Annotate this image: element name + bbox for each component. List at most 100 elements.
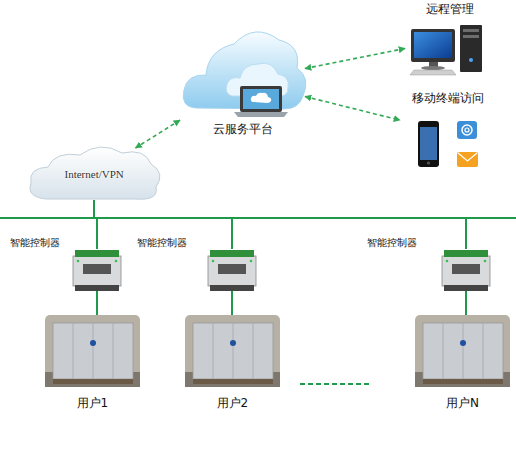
ellipsis-dash bbox=[300, 383, 372, 385]
dashed-link-arrow bbox=[305, 49, 405, 69]
user-machine-photo bbox=[193, 379, 273, 384]
user-machine-photo bbox=[113, 323, 114, 379]
internet-cloud-icon bbox=[30, 147, 160, 199]
controller-device bbox=[446, 260, 449, 263]
mobile-icons bbox=[418, 121, 478, 167]
user-machine-photo bbox=[185, 315, 280, 387]
smart-controller: 智能控制器 bbox=[208, 249, 256, 291]
user-machine-photo bbox=[483, 323, 484, 379]
user-machine-photo bbox=[443, 323, 444, 379]
controller-device bbox=[210, 250, 254, 257]
dashed-link-arrow bbox=[136, 120, 181, 148]
dashed-link-arrow bbox=[305, 97, 400, 121]
controller-device bbox=[444, 285, 488, 291]
internet-cloud-icon bbox=[30, 147, 160, 199]
node-label: 用户1 bbox=[77, 397, 109, 410]
mobile-icons bbox=[420, 127, 437, 160]
user-machine-photo bbox=[193, 323, 273, 379]
user-machine-photo bbox=[90, 340, 96, 346]
user-machine-photo bbox=[233, 323, 234, 379]
user-machine-photo bbox=[53, 323, 133, 379]
computer-icon bbox=[411, 29, 455, 62]
cloud-platform-icon bbox=[251, 93, 271, 103]
computer-icon bbox=[421, 66, 445, 70]
user-unit: 用户N bbox=[415, 315, 510, 411]
user-machine-photo bbox=[415, 315, 510, 387]
controller-device bbox=[115, 260, 118, 263]
controller-device bbox=[75, 250, 119, 257]
controller-device bbox=[218, 264, 246, 274]
user-machine-photo bbox=[423, 323, 503, 379]
node-label: 远程管理 bbox=[426, 3, 474, 16]
controller-device bbox=[73, 256, 121, 286]
mobile-icons bbox=[427, 161, 430, 164]
user-machine-photo bbox=[45, 315, 140, 387]
controller-device bbox=[83, 264, 111, 274]
user-unit: 用户2 bbox=[185, 315, 280, 411]
user-machine-photo bbox=[253, 323, 254, 379]
network-wire bbox=[231, 291, 233, 315]
controller-device bbox=[484, 260, 487, 263]
node-label: 用户2 bbox=[217, 397, 249, 410]
user-unit: 用户1 bbox=[45, 315, 140, 411]
cloud-platform-icon bbox=[243, 89, 279, 109]
cloud-platform-icon bbox=[234, 112, 288, 117]
computer-icon bbox=[463, 29, 479, 32]
network-wire bbox=[94, 200, 466, 249]
internet-cloud: Internet/VPN bbox=[28, 148, 160, 200]
controller-device bbox=[210, 285, 254, 291]
node-label: 智能控制器 bbox=[367, 237, 417, 248]
node-label: Internet/VPN bbox=[65, 168, 124, 180]
mobile-icons bbox=[465, 128, 469, 132]
user-machine-photo bbox=[185, 315, 280, 387]
computer-icon bbox=[410, 25, 482, 75]
computer-icon bbox=[460, 25, 482, 72]
controller-device bbox=[75, 285, 119, 291]
controller-device bbox=[77, 260, 80, 263]
controller-device bbox=[442, 250, 490, 291]
cloud-platform-icon bbox=[240, 86, 282, 112]
mobile-icons bbox=[462, 125, 472, 135]
user-machine-photo bbox=[93, 323, 94, 379]
controller-device bbox=[442, 256, 490, 286]
user-machine-photo bbox=[423, 379, 503, 384]
mobile-icons bbox=[457, 121, 477, 139]
node-label: 智能控制器 bbox=[137, 237, 187, 248]
mobile-access: 移动终端访问 bbox=[400, 92, 495, 172]
node-label: 云服务平台 bbox=[213, 123, 273, 136]
network-wire bbox=[94, 200, 232, 249]
node-label: 智能控制器 bbox=[10, 237, 60, 248]
mobile-icons bbox=[418, 121, 439, 167]
user-machine-photo bbox=[230, 340, 236, 346]
controller-device bbox=[208, 250, 256, 291]
user-machine-photo bbox=[45, 315, 140, 387]
cloud-platform: 云服务平台 bbox=[180, 25, 305, 137]
computer-icon bbox=[463, 35, 479, 38]
controller-device bbox=[212, 260, 215, 263]
user-machine-photo bbox=[73, 323, 74, 379]
mobile-icons bbox=[458, 153, 477, 161]
node-label: 移动终端访问 bbox=[412, 92, 484, 105]
user-machine-photo bbox=[213, 323, 214, 379]
node-label: 用户N bbox=[446, 397, 479, 410]
network-wire bbox=[465, 291, 467, 315]
computer-icon bbox=[410, 70, 456, 75]
user-machine-photo bbox=[53, 379, 133, 384]
mobile-icons bbox=[457, 152, 478, 167]
controller-device bbox=[452, 264, 480, 274]
computer-icon bbox=[469, 58, 473, 62]
network-wire bbox=[96, 291, 98, 315]
user-machine-photo bbox=[460, 340, 466, 346]
controller-device bbox=[73, 250, 121, 291]
controller-device bbox=[250, 260, 253, 263]
smart-controller: 智能控制器 bbox=[442, 249, 490, 291]
cloud-platform-icon bbox=[183, 32, 306, 117]
user-machine-photo bbox=[415, 315, 510, 387]
smart-controller: 智能控制器 bbox=[73, 249, 121, 291]
controller-device bbox=[208, 256, 256, 286]
computer-icon bbox=[414, 32, 452, 58]
cloud-platform-icon bbox=[183, 32, 306, 109]
